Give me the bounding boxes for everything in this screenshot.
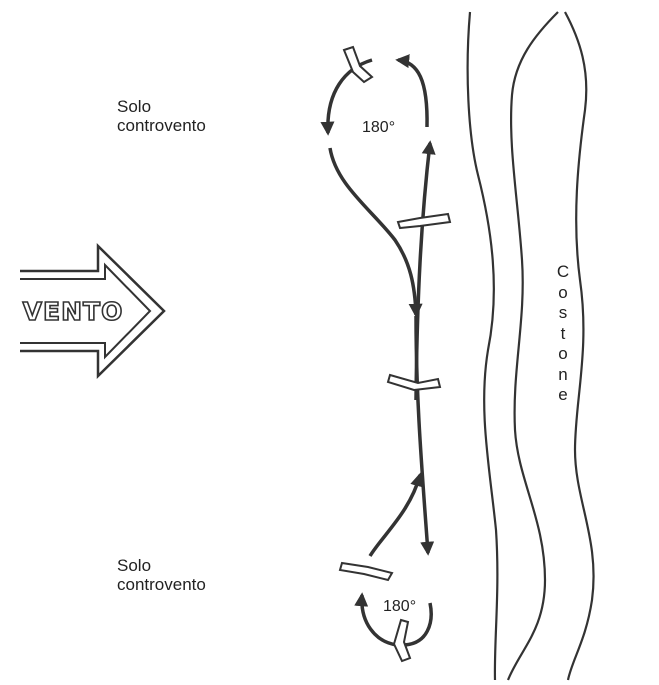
glider-icon-top-turn	[342, 45, 374, 84]
ridge-letter-0: C	[556, 262, 570, 281]
ridge-letter-4: o	[558, 344, 568, 363]
glider-icon-lower	[338, 561, 394, 582]
ridge-letter-5: n	[558, 364, 568, 384]
wind-label: VENTO	[23, 297, 124, 326]
ridge-letter-3: t	[560, 323, 566, 343]
bottom-note-line2: controvento	[117, 575, 206, 594]
turn-label-top: 180°	[362, 119, 395, 136]
top-note: Solo controvento	[117, 97, 206, 135]
ridge-letter-1: o	[558, 282, 568, 302]
ridge-letter-6: e	[558, 385, 568, 404]
glider-icons	[338, 45, 452, 663]
ridge-letter-2: s	[558, 303, 568, 322]
ridge	[466, 11, 595, 681]
glider-icon-middle	[386, 373, 442, 392]
wind-arrow: VENTO	[20, 243, 166, 379]
bottom-note-line1: Solo	[117, 556, 152, 575]
flight-path	[320, 54, 436, 647]
glider-icon-upper	[396, 212, 452, 230]
top-note-line1: Solo	[117, 97, 152, 116]
glider-icon-bottom-turn	[392, 618, 412, 663]
turn-label-bottom: 180°	[383, 598, 416, 615]
top-note-line2: controvento	[117, 116, 206, 135]
bottom-note: Solo controvento	[117, 556, 206, 594]
